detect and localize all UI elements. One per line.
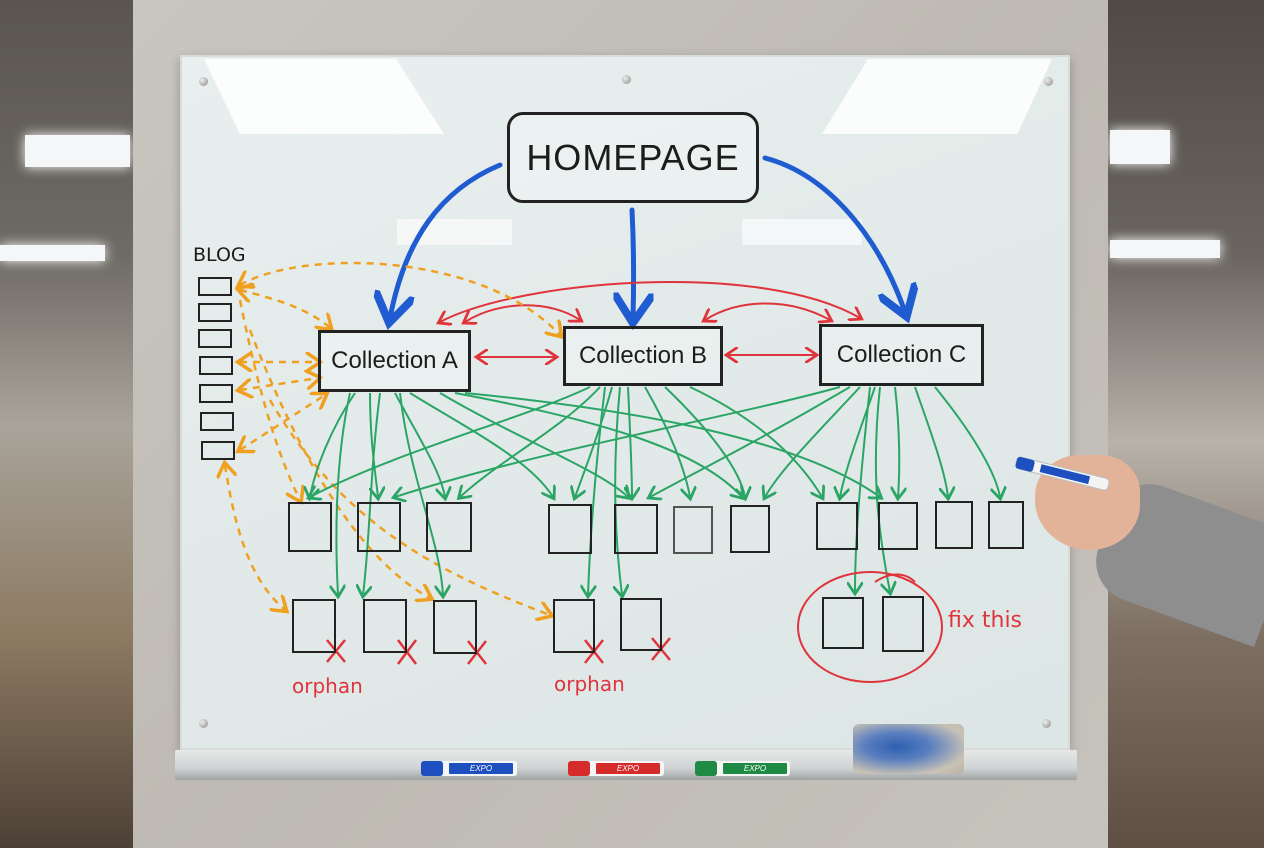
product-box <box>614 504 658 554</box>
blog-post-box <box>201 441 235 460</box>
product-box <box>816 502 858 550</box>
orphan-annotation-right: orphan <box>554 672 625 696</box>
office-background-left <box>0 0 135 848</box>
blog-post-box <box>198 303 232 322</box>
marker-label: EXPO <box>596 763 660 774</box>
product-box <box>673 506 713 554</box>
flagged-product-box <box>882 596 924 652</box>
light-reflection <box>822 59 1052 134</box>
marker-cap <box>421 761 443 776</box>
blog-label: BLOG <box>193 244 246 266</box>
ceiling-light <box>25 135 130 167</box>
fix-this-annotation: fix this <box>948 608 1023 633</box>
ceiling-light <box>1110 240 1220 258</box>
product-box <box>288 502 332 552</box>
marker-label: EXPO <box>449 763 513 774</box>
product-box <box>878 502 918 550</box>
orphan-annotation-left: orphan <box>292 674 363 698</box>
orphan-product-box <box>363 599 407 653</box>
whiteboard-eraser[interactable] <box>853 724 964 774</box>
product-box <box>730 505 770 553</box>
light-reflection <box>204 59 444 134</box>
flagged-product-box <box>822 597 864 649</box>
orphan-product-box <box>553 599 595 653</box>
orphan-product-box <box>620 598 662 651</box>
blog-post-box <box>199 356 233 375</box>
marker-cap <box>695 761 717 776</box>
mounting-screw <box>1044 77 1053 86</box>
collection-b-node: Collection B <box>563 326 723 386</box>
product-box <box>935 501 973 549</box>
blog-post-box <box>199 384 233 403</box>
product-box <box>988 501 1024 549</box>
light-reflection <box>742 219 862 245</box>
light-reflection <box>397 219 512 245</box>
mounting-screw <box>199 719 208 728</box>
blue-marker[interactable]: EXPO <box>421 761 517 776</box>
mounting-screw <box>1042 719 1051 728</box>
product-box <box>548 504 592 554</box>
marker-cap <box>568 761 590 776</box>
marker-label: EXPO <box>723 763 787 774</box>
ceiling-light <box>1110 130 1170 164</box>
collection-c-node: Collection C <box>819 324 984 386</box>
red-marker[interactable]: EXPO <box>568 761 664 776</box>
orphan-product-box <box>292 599 336 653</box>
product-box <box>426 502 472 552</box>
blog-post-box <box>198 329 232 348</box>
orphan-product-box <box>433 600 477 654</box>
mounting-screw <box>622 75 631 84</box>
blog-post-box <box>198 277 232 296</box>
homepage-node: HOMEPAGE <box>507 112 759 203</box>
person-hand <box>1035 455 1140 550</box>
mounting-screw <box>199 77 208 86</box>
product-box <box>357 502 401 552</box>
office-background-right <box>1105 0 1264 848</box>
ceiling-light <box>0 245 105 261</box>
collection-a-node: Collection A <box>318 330 471 392</box>
blog-post-box <box>200 412 234 431</box>
green-marker[interactable]: EXPO <box>695 761 790 776</box>
